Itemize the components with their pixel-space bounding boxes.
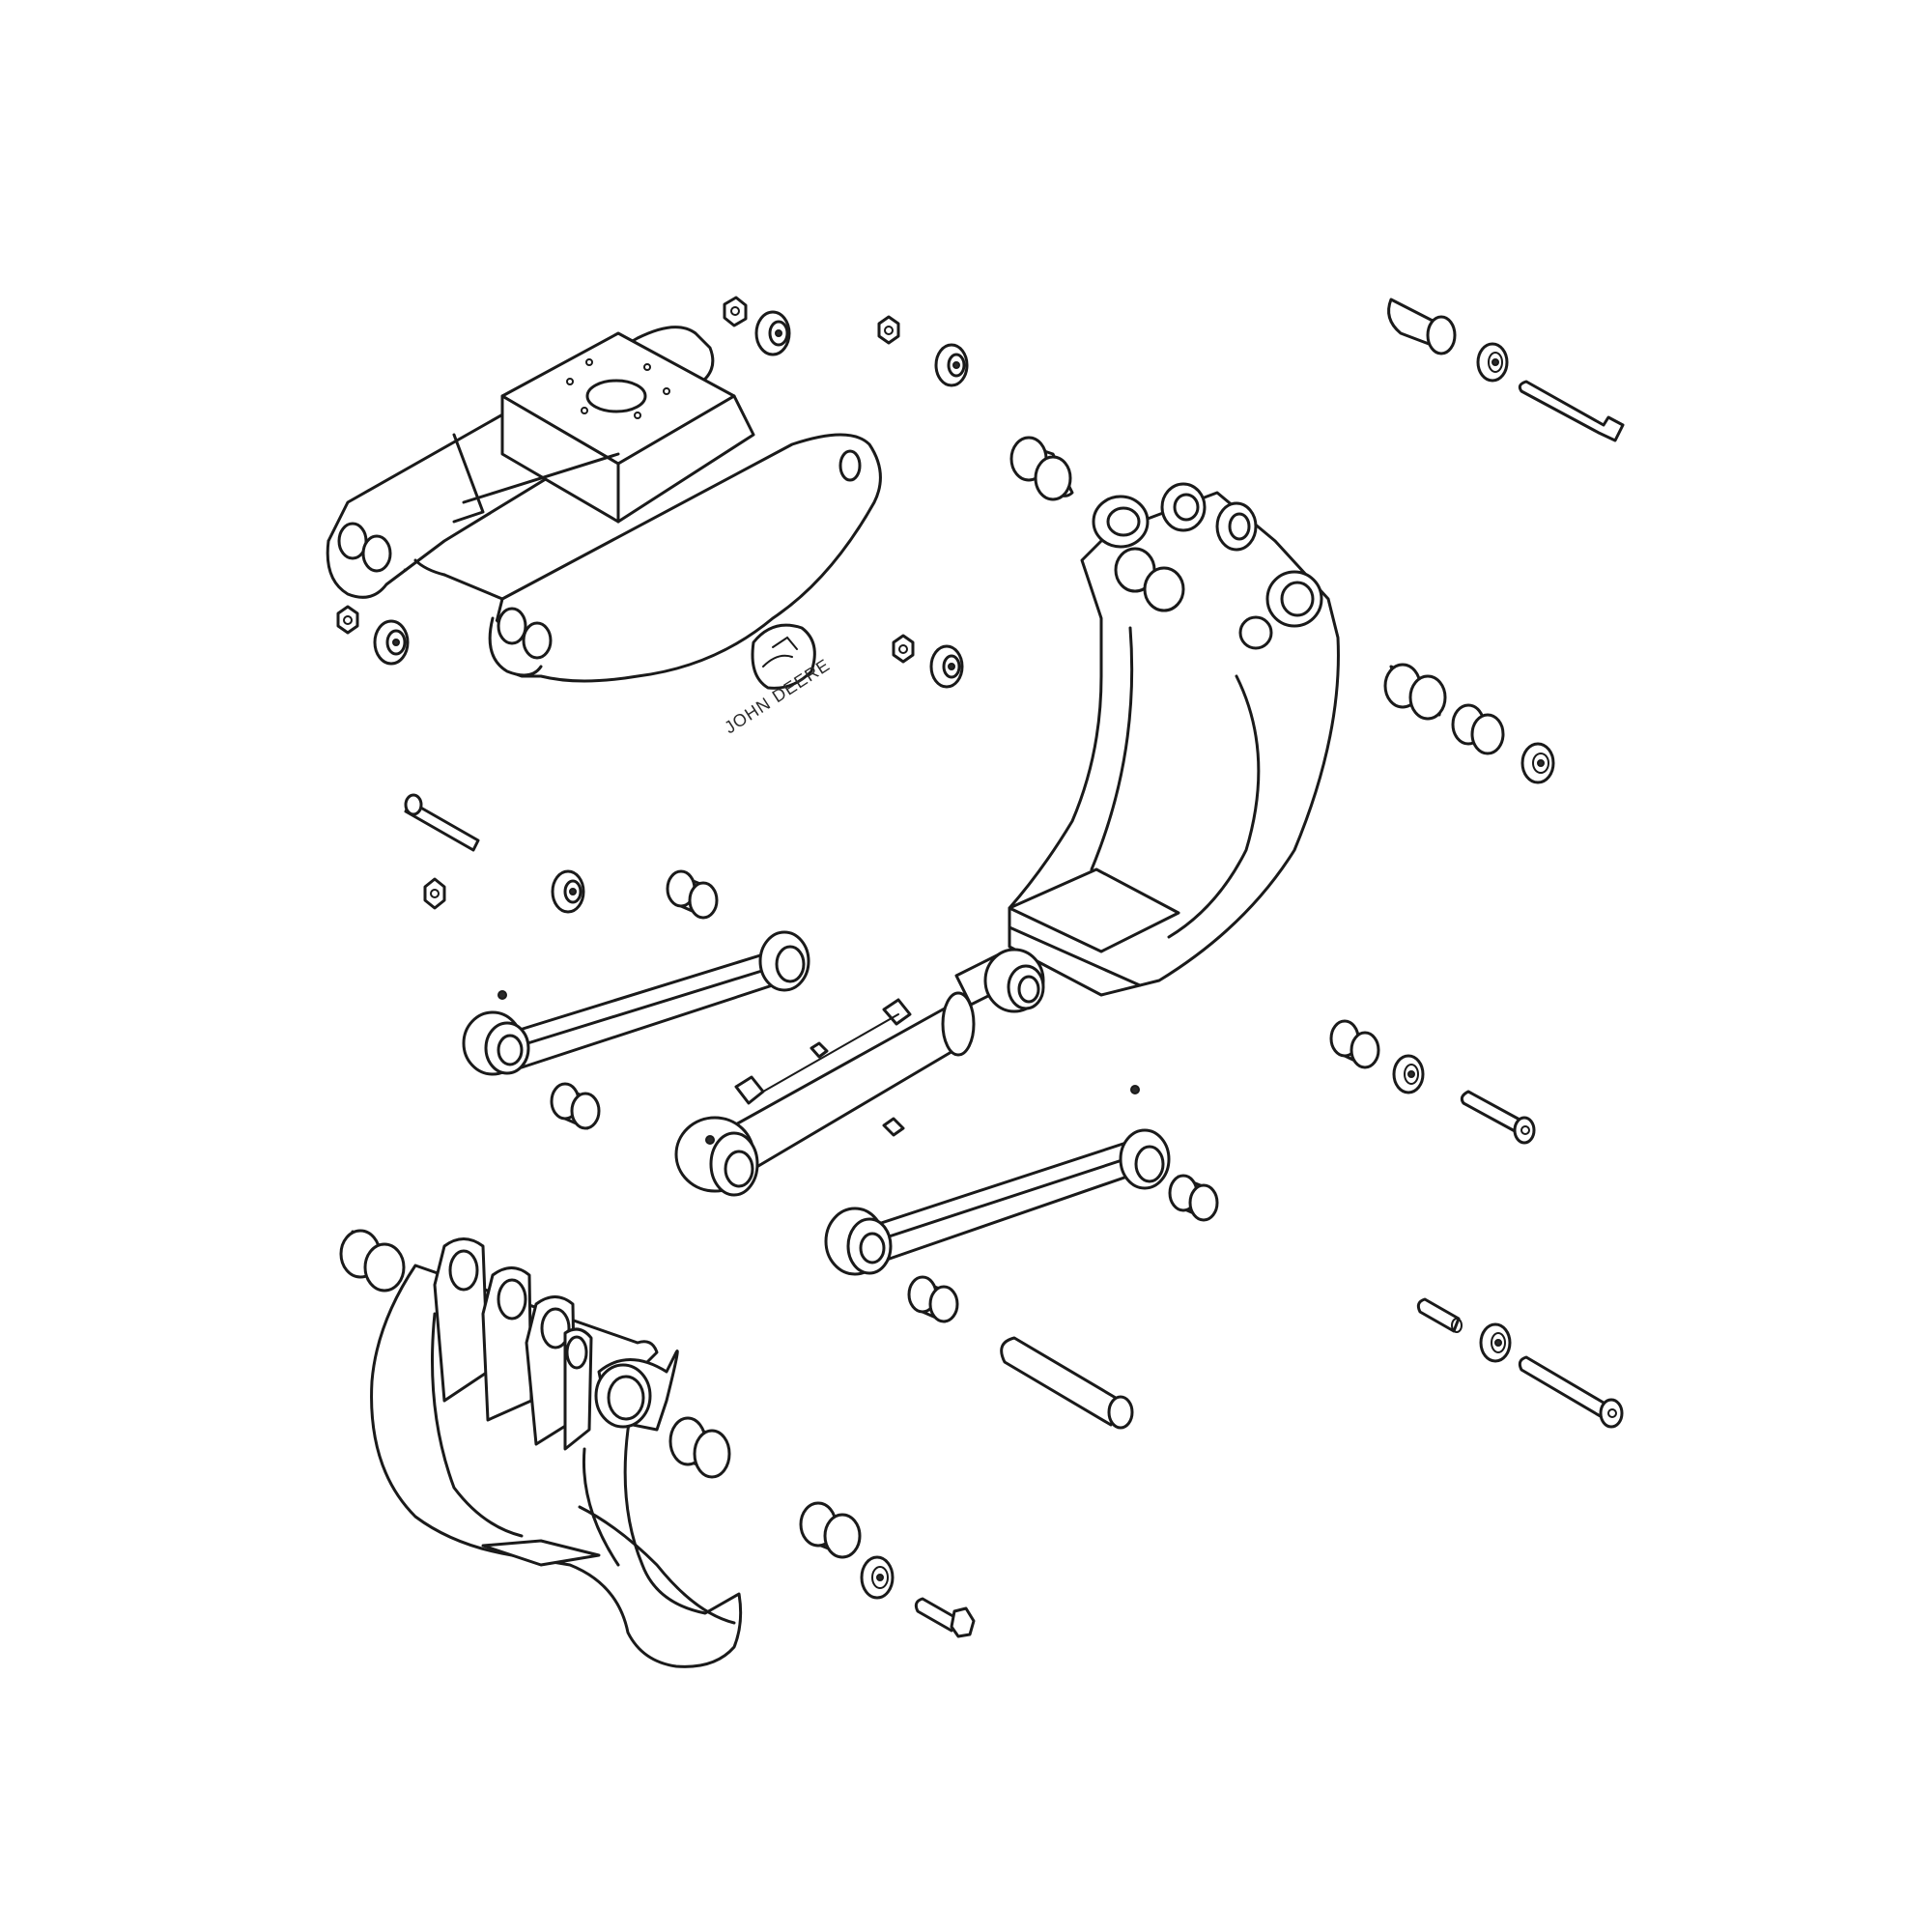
hex-nut	[892, 634, 915, 664]
cap-screw	[914, 1597, 976, 1638]
washer	[860, 1555, 895, 1600]
right-middle-hardware	[1329, 1019, 1536, 1145]
bushing	[799, 1501, 862, 1559]
right-grapple-arm	[1008, 436, 1340, 997]
grease-fitting	[1130, 1085, 1140, 1094]
cylinder-port	[882, 998, 912, 1026]
flanged-bushing	[754, 310, 791, 356]
flanged-bushing	[373, 619, 410, 666]
long-pivot-pin	[1000, 1336, 1134, 1430]
bushing	[1329, 1019, 1380, 1069]
bottom-right-hardware	[1416, 1297, 1624, 1429]
left-middle-hardware	[404, 793, 719, 920]
main-frame: JOHN DEERE	[326, 326, 882, 737]
frame-pin-hole	[838, 449, 862, 482]
short-pin	[1416, 1297, 1463, 1333]
right-arm-hardware	[1383, 663, 1555, 784]
grease-fitting	[497, 990, 507, 1000]
long-bolt	[1518, 1355, 1624, 1429]
hex-nut	[423, 877, 446, 910]
long-bolt	[1518, 380, 1625, 442]
bottom-hardware	[799, 1501, 976, 1638]
washer	[1479, 1322, 1512, 1363]
small-bushing	[1451, 703, 1505, 755]
cap-screw	[404, 793, 480, 852]
logo-brand-text: JOHN DEERE	[721, 655, 834, 737]
lower-link-arm	[824, 1128, 1171, 1276]
washer	[1476, 342, 1509, 383]
bushing	[1009, 436, 1074, 501]
frame-hardware	[336, 296, 969, 689]
hydraulic-cylinder	[674, 948, 1045, 1197]
bushing	[666, 869, 719, 920]
bushing	[1383, 663, 1447, 721]
top-right-hardware	[1387, 298, 1625, 442]
flanged-bushing	[551, 869, 585, 914]
hex-nut	[877, 315, 900, 345]
left-arm-bushing	[668, 1416, 731, 1479]
bushing	[339, 1229, 406, 1293]
frame-top-hole	[585, 379, 647, 413]
grease-fitting	[882, 1117, 905, 1137]
upper-link-arm	[462, 930, 810, 1076]
upper-link-bushing	[550, 1082, 601, 1130]
washer	[1392, 1054, 1425, 1094]
cylinder-port	[734, 1075, 765, 1105]
cap-screw	[1460, 1090, 1536, 1145]
lower-link-bushing	[907, 1275, 959, 1323]
flanged-bushing	[934, 343, 969, 387]
hex-nut	[723, 296, 748, 327]
left-grapple-arm	[339, 1229, 743, 1668]
hex-nut	[336, 605, 359, 635]
leaping-deer-icon	[751, 623, 816, 690]
grease-fitting	[810, 1041, 829, 1059]
flanged-bushing	[929, 644, 964, 689]
lower-link-bushing	[1168, 1174, 1219, 1222]
washer	[1520, 742, 1555, 784]
bushing	[1387, 298, 1457, 355]
